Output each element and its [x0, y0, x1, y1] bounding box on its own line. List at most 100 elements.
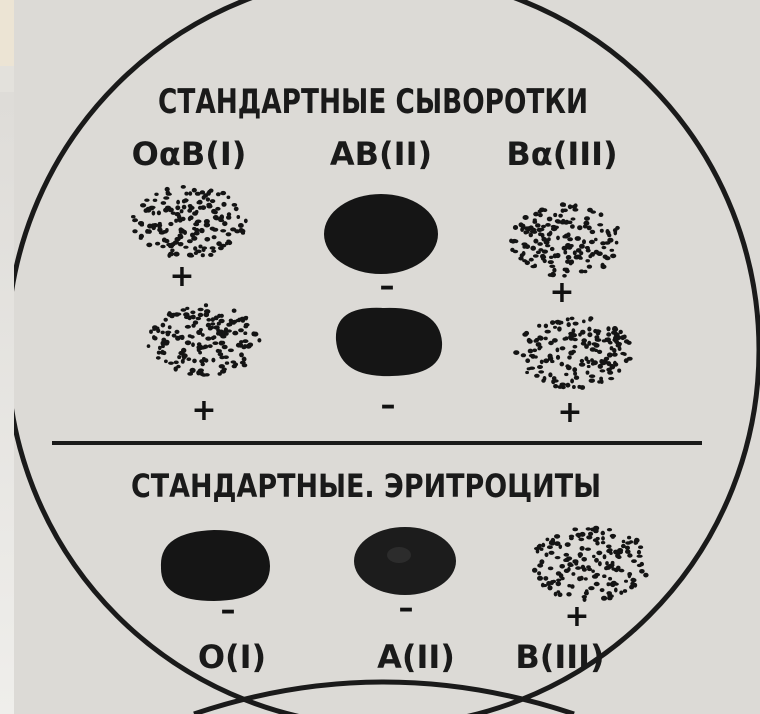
agglutination-dot: [571, 350, 576, 354]
agglutination-dot: [190, 335, 195, 339]
agglutination-dot: [549, 265, 555, 268]
agglutination-dot: [197, 201, 201, 204]
agglutination-dot: [565, 383, 570, 388]
agglutination-dot: [232, 309, 237, 313]
agglutination-dot: [219, 364, 225, 368]
agglutination-dot: [239, 352, 244, 357]
agglutination-dot: [525, 261, 530, 266]
agglutination-dot: [153, 336, 158, 340]
agglutination-dot: [533, 218, 537, 221]
agglutination-dot: [570, 584, 574, 589]
agglutination-dot: [211, 358, 215, 363]
agglutination-dot: [175, 205, 180, 210]
agglutination-dot: [178, 219, 183, 223]
agglutination-dot: [586, 360, 590, 364]
agglutination-dot: [567, 237, 573, 241]
agglutination-dot: [562, 209, 568, 213]
agglutination-dot: [629, 540, 633, 543]
agglutination-dot: [557, 326, 562, 331]
agglutination-dot: [575, 236, 581, 241]
agglutination-dot: [195, 210, 199, 214]
agglutination-dot: [569, 536, 574, 540]
agglutination-dot: [566, 556, 572, 560]
agglutination-dot: [166, 332, 171, 337]
agglutination-dot: [600, 229, 604, 233]
agglutination-dot: [585, 548, 591, 551]
agglutination-dot: [146, 243, 152, 248]
agglutination-dot: [525, 371, 529, 374]
sample-blob-dotted: [509, 202, 620, 277]
agglutination-dot: [619, 591, 623, 595]
reaction-sign: +: [169, 259, 194, 294]
agglutination-dot: [547, 232, 552, 236]
agglutination-dot: [535, 223, 541, 227]
agglutination-dot: [210, 227, 215, 231]
agglutination-dot: [168, 222, 173, 226]
agglutination-dot: [589, 379, 595, 383]
agglutination-dot: [529, 258, 534, 262]
agglutination-dot: [578, 552, 583, 557]
agglutination-dot: [196, 317, 202, 320]
agglutination-dot: [607, 548, 612, 552]
agglutination-dot: [598, 561, 602, 566]
agglutination-dot: [160, 245, 165, 249]
agglutination-dot: [558, 214, 563, 218]
agglutination-dot: [144, 199, 149, 202]
agglutination-dot: [203, 345, 208, 349]
agglutination-dot: [573, 528, 579, 532]
agglutination-dot: [181, 185, 186, 189]
agglutination-dot: [608, 577, 612, 581]
agglutination-dot: [211, 317, 215, 322]
agglutination-dot: [538, 370, 544, 373]
agglutination-dot: [226, 232, 232, 236]
agglutination-dot: [220, 335, 226, 338]
agglutination-dot: [567, 355, 572, 359]
agglutination-dot: [606, 545, 612, 549]
agglutination-dot: [556, 348, 560, 353]
agglutination-dot: [582, 320, 586, 324]
agglutination-dot: [232, 364, 237, 368]
agglutination-dot: [575, 533, 581, 537]
agglutination-dot: [540, 360, 544, 365]
agglutination-dot: [587, 332, 592, 337]
agglutination-dot: [518, 257, 523, 261]
agglutination-dot: [537, 576, 543, 581]
agglutination-dot: [637, 555, 643, 558]
agglutination-dot: [174, 219, 178, 223]
sample-blob-solid: [324, 194, 438, 274]
agglutination-dot: [629, 585, 634, 590]
agglutination-dot: [570, 379, 574, 384]
agglutination-dot: [537, 365, 543, 369]
agglutination-dot: [588, 316, 593, 320]
agglutination-dot: [593, 538, 599, 542]
agglutination-dot: [563, 337, 567, 340]
agglutination-dot: [608, 377, 614, 380]
agglutination-dot: [521, 353, 526, 357]
agglutination-dot: [185, 325, 191, 329]
agglutination-dot: [600, 380, 604, 384]
agglutination-dot: [541, 543, 545, 548]
agglutination-dot: [155, 242, 160, 246]
agglutination-dot: [147, 224, 152, 229]
agglutination-dot: [572, 367, 577, 372]
agglutination-dot: [570, 317, 575, 321]
agglutination-dot: [573, 322, 579, 326]
agglutination-dot: [549, 551, 555, 555]
agglutination-dot: [606, 326, 610, 331]
agglutination-dot: [199, 228, 204, 233]
agglutination-dot: [559, 564, 565, 569]
agglutination-dot: [587, 327, 591, 332]
agglutination-dot: [558, 592, 563, 597]
agglutination-dot: [196, 345, 202, 350]
agglutination-dot: [554, 534, 560, 539]
agglutination-dot: [159, 231, 165, 234]
agglutination-dot: [191, 236, 197, 241]
agglutination-dot: [190, 315, 195, 319]
agglutination-dot: [523, 215, 529, 220]
reaction-sign: +: [549, 275, 574, 310]
agglutination-dot: [530, 230, 535, 234]
agglutination-dot: [537, 242, 543, 246]
agglutination-dot: [139, 236, 143, 240]
agglutination-dot: [587, 365, 591, 368]
sample-blob-dotted: [532, 526, 649, 602]
